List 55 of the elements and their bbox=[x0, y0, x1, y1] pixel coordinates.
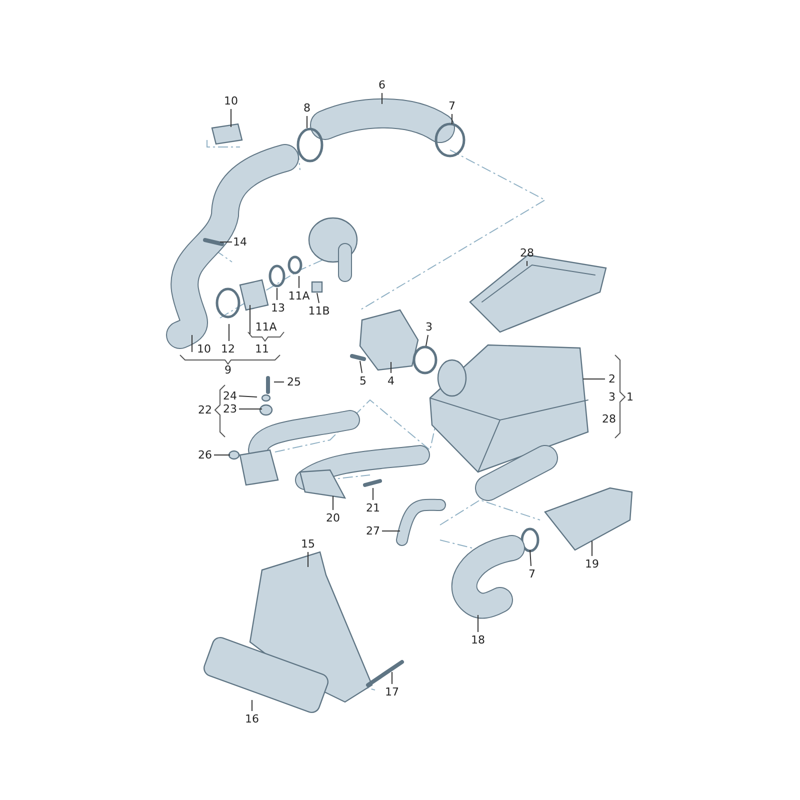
callout-number: 9 bbox=[224, 364, 232, 376]
callout-number: 12 bbox=[221, 342, 235, 356]
callout-number: 13 bbox=[271, 302, 285, 314]
callout-number: 14 bbox=[233, 236, 247, 248]
callout-number: 25 bbox=[287, 376, 301, 388]
callout-number: 3 bbox=[608, 390, 616, 404]
leader-line bbox=[372, 488, 374, 500]
callout-number: 8 bbox=[304, 102, 310, 114]
callout-number: 24 bbox=[223, 390, 237, 402]
callout-number: 27 bbox=[366, 524, 380, 538]
leader-line bbox=[332, 496, 334, 510]
callout-number: 10 bbox=[197, 342, 211, 356]
hose-clamp-icon bbox=[268, 264, 286, 288]
nut-icon bbox=[311, 281, 323, 293]
callout-number: 16 bbox=[245, 712, 259, 726]
callout-number: 23 bbox=[223, 402, 237, 416]
callout-number: 11B bbox=[308, 304, 330, 318]
callout-number: 22 bbox=[198, 404, 212, 416]
callout-number: 19 bbox=[585, 558, 599, 570]
leader-line bbox=[390, 362, 392, 374]
callout-number: 17 bbox=[385, 686, 399, 698]
callout-number: 26 bbox=[198, 448, 212, 462]
callout-number: 11A bbox=[255, 320, 277, 334]
leader-line bbox=[276, 288, 278, 300]
leader-line bbox=[238, 408, 262, 410]
callout-number: 7 bbox=[528, 568, 536, 580]
callout-number: 28 bbox=[602, 412, 616, 426]
leader-line bbox=[238, 396, 258, 398]
callout-number: 18 bbox=[471, 634, 485, 646]
callout-number: 3 bbox=[426, 320, 432, 334]
callout-number: 15 bbox=[301, 538, 315, 550]
leader-line bbox=[298, 276, 300, 288]
leader-line bbox=[360, 360, 362, 374]
leader-line bbox=[582, 378, 606, 380]
callout-number: 7 bbox=[448, 100, 456, 112]
callout-number: 6 bbox=[378, 78, 386, 92]
callout-number: 28 bbox=[520, 246, 534, 260]
callout-number: 21 bbox=[366, 502, 380, 514]
callout-number: 11 bbox=[255, 342, 269, 356]
leader-line bbox=[306, 116, 308, 128]
leader-line bbox=[526, 260, 528, 266]
callout-number: 11A bbox=[288, 290, 310, 302]
leader-line bbox=[530, 550, 532, 566]
callout-number: 20 bbox=[326, 512, 340, 524]
callout-number: 1 bbox=[626, 390, 634, 404]
leader-line bbox=[382, 530, 400, 532]
leader-line bbox=[426, 334, 428, 346]
leader-line bbox=[228, 324, 230, 342]
leader-line bbox=[316, 292, 320, 304]
callout-number: 10 bbox=[224, 94, 238, 108]
leader-line bbox=[214, 454, 230, 456]
callout-number: 5 bbox=[360, 374, 366, 388]
callout-number: 2 bbox=[608, 372, 616, 386]
leader-line bbox=[230, 108, 232, 128]
callout-number: 4 bbox=[388, 374, 394, 388]
